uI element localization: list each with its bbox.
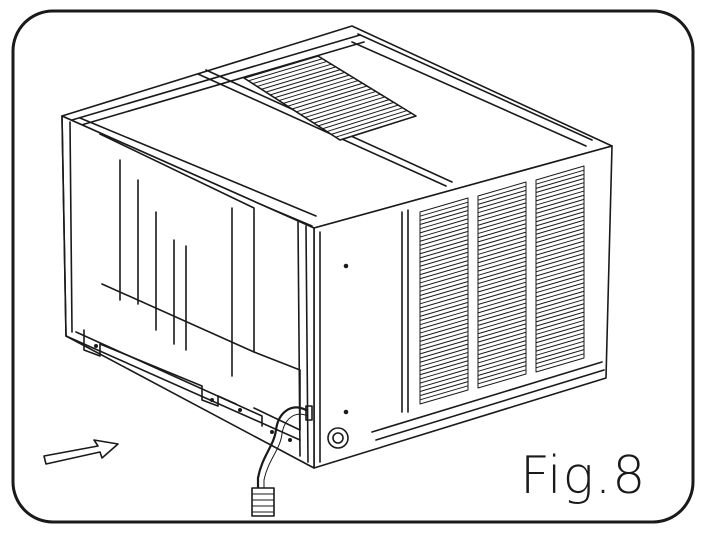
compartment <box>253 351 301 431</box>
top-grille-lines <box>247 58 413 138</box>
side-louvers <box>419 165 585 405</box>
power-cord <box>256 406 308 490</box>
side-bottom-rail <box>371 361 605 441</box>
interior-panel <box>99 133 255 353</box>
front-frame-left-post <box>61 115 73 337</box>
screw-hole-top <box>343 263 349 269</box>
side-left-channel <box>401 209 409 413</box>
figure-frame <box>11 9 695 524</box>
air-conditioner-unit <box>61 25 613 517</box>
top-rail-right <box>351 33 593 147</box>
drain-port <box>327 427 349 449</box>
figure-caption: Fig.8 <box>520 446 647 506</box>
top-grille <box>243 55 417 141</box>
arrow-icon <box>43 439 119 465</box>
screw-hole-bottom <box>343 409 349 415</box>
bracket <box>305 405 313 421</box>
plug-connector <box>251 487 275 517</box>
